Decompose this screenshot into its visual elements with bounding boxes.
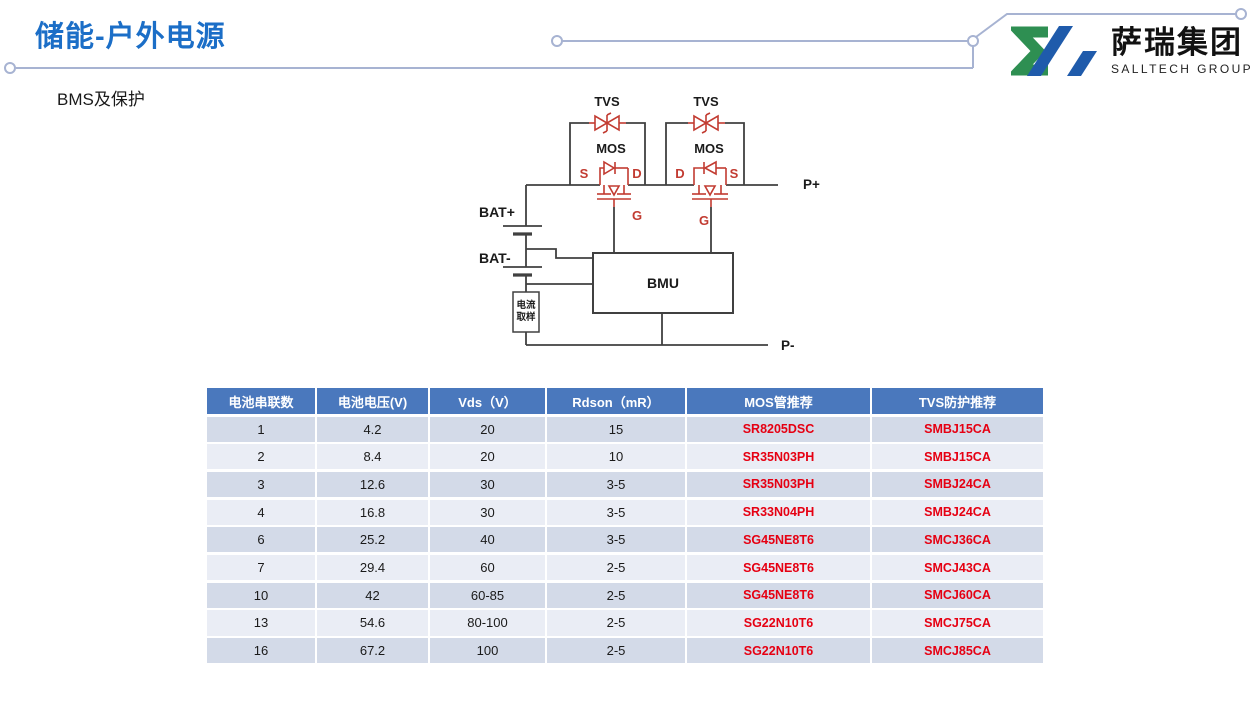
header-cell-tvs: TVS防护推荐: [872, 388, 1043, 414]
mos-right-s-label: S: [730, 166, 739, 181]
cell-tvs-recommendation: SMCJ85CA: [872, 638, 1043, 664]
cell-vds: 20: [430, 444, 545, 470]
cell-series: 3: [207, 471, 315, 498]
cell-rdson: 3-5: [547, 527, 685, 553]
cell-series: 7: [207, 554, 315, 581]
logo-text: 萨瑞集团 SALLTECH GROUP: [1111, 25, 1253, 76]
recommendation-table: 电池串联数 电池电压(V) Vds（V） Rdson（mR） MOS管推荐 TV…: [207, 388, 1043, 664]
cell-mos-recommendation: SG45NE8T6: [687, 582, 870, 608]
cell-series: 10: [207, 582, 315, 608]
cell-series: 13: [207, 610, 315, 636]
cell-tvs-recommendation: SMBJ24CA: [872, 471, 1043, 498]
cell-mos-recommendation: SG45NE8T6: [687, 554, 870, 581]
cell-vds: 20: [430, 416, 545, 442]
cell-tvs-recommendation: SMCJ60CA: [872, 582, 1043, 608]
cell-voltage: 4.2: [317, 416, 428, 442]
cell-vds: 60: [430, 554, 545, 581]
mos-left-s-label: S: [580, 166, 589, 181]
cell-rdson: 3-5: [547, 499, 685, 525]
mos-right-d-label: D: [675, 166, 684, 181]
logo-company-subname: SALLTECH GROUP: [1111, 62, 1254, 76]
header-cell-voltage: 电池电压(V): [317, 388, 428, 414]
header-cell-series: 电池串联数: [207, 388, 315, 414]
mos-label-right: MOS: [694, 141, 724, 156]
cell-mos-recommendation: SG22N10T6: [687, 610, 870, 636]
cell-rdson: 10: [547, 444, 685, 470]
cell-mos-recommendation: SG22N10T6: [687, 638, 870, 664]
cell-voltage: 29.4: [317, 554, 428, 581]
cell-mos-recommendation: SR8205DSC: [687, 416, 870, 442]
cell-series: 6: [207, 527, 315, 553]
tvs-label-left: TVS: [594, 94, 620, 109]
cell-voltage: 12.6: [317, 471, 428, 498]
cell-mos-recommendation: SR35N03PH: [687, 471, 870, 498]
bmu-box: [592, 252, 734, 314]
cell-series: 16: [207, 638, 315, 664]
bmu-label: BMU: [647, 275, 679, 291]
cell-tvs-recommendation: SMCJ36CA: [872, 527, 1043, 553]
cell-vds: 60-85: [430, 582, 545, 608]
bms-circuit-diagram: TVS TVS MOS MOS BAT+ BAT- BMU P+ P- 电流 取…: [479, 94, 820, 353]
bat-minus-label: BAT-: [479, 250, 511, 266]
cell-voltage: 42: [317, 582, 428, 608]
cell-series: 2: [207, 444, 315, 470]
current-sample-label-line2: 取样: [516, 311, 536, 323]
cell-rdson: 2-5: [547, 610, 685, 636]
p-plus-label: P+: [803, 177, 820, 192]
table-body: 1 4.2 20 15 SR8205DSC SMBJ15CA 2 8.4 20 …: [207, 416, 1043, 664]
p-minus-label: P-: [781, 338, 795, 353]
mos-right-g-label: G: [699, 213, 709, 228]
header-cell-vds: Vds（V）: [430, 388, 545, 414]
logo-mark-icon: [1011, 26, 1097, 76]
cell-voltage: 25.2: [317, 527, 428, 553]
trace-node-circle: [4, 62, 16, 74]
trace-node-circle: [1235, 8, 1247, 20]
tvs-label-right: TVS: [693, 94, 719, 109]
trace-node-circle: [551, 35, 563, 47]
trace-node-circle: [967, 35, 979, 47]
cell-voltage: 67.2: [317, 638, 428, 664]
cell-vds: 100: [430, 638, 545, 664]
cell-vds: 40: [430, 527, 545, 553]
cell-tvs-recommendation: SMBJ24CA: [872, 499, 1043, 525]
current-sample-box: [512, 291, 540, 333]
cell-vds: 80-100: [430, 610, 545, 636]
cell-rdson: 15: [547, 416, 685, 442]
cell-voltage: 54.6: [317, 610, 428, 636]
logo-company-name: 萨瑞集团: [1111, 25, 1243, 60]
cell-tvs-recommendation: SMCJ75CA: [872, 610, 1043, 636]
cell-rdson: 2-5: [547, 582, 685, 608]
cell-tvs-recommendation: SMCJ43CA: [872, 554, 1043, 581]
cell-rdson: 2-5: [547, 638, 685, 664]
cell-mos-recommendation: SG45NE8T6: [687, 527, 870, 553]
cell-voltage: 8.4: [317, 444, 428, 470]
mos-label-left: MOS: [596, 141, 626, 156]
page-title: 储能-户外电源: [35, 21, 226, 53]
cell-series: 1: [207, 416, 315, 442]
cell-vds: 30: [430, 471, 545, 498]
cell-vds: 30: [430, 499, 545, 525]
cell-mos-recommendation: SR35N03PH: [687, 444, 870, 470]
cell-series: 4: [207, 499, 315, 525]
cell-tvs-recommendation: SMBJ15CA: [872, 416, 1043, 442]
cell-rdson: 2-5: [547, 554, 685, 581]
cell-rdson: 3-5: [547, 471, 685, 498]
section-subtitle: BMS及保护: [57, 90, 145, 109]
decorative-trace-lines: [4, 8, 1247, 74]
mos-left-g-label: G: [632, 208, 642, 223]
header-cell-mos: MOS管推荐: [687, 388, 870, 414]
mos-left-d-label: D: [632, 166, 641, 181]
cell-mos-recommendation: SR33N04PH: [687, 499, 870, 525]
cell-voltage: 16.8: [317, 499, 428, 525]
cell-tvs-recommendation: SMBJ15CA: [872, 444, 1043, 470]
company-logo: 萨瑞集团 SALLTECH GROUP: [1011, 25, 1253, 77]
current-sample-label-line1: 电流: [516, 299, 536, 311]
table-header-row: 电池串联数 电池电压(V) Vds（V） Rdson（mR） MOS管推荐 TV…: [207, 388, 1043, 414]
bat-plus-label: BAT+: [479, 204, 515, 220]
header-cell-rdson: Rdson（mR）: [547, 388, 685, 414]
